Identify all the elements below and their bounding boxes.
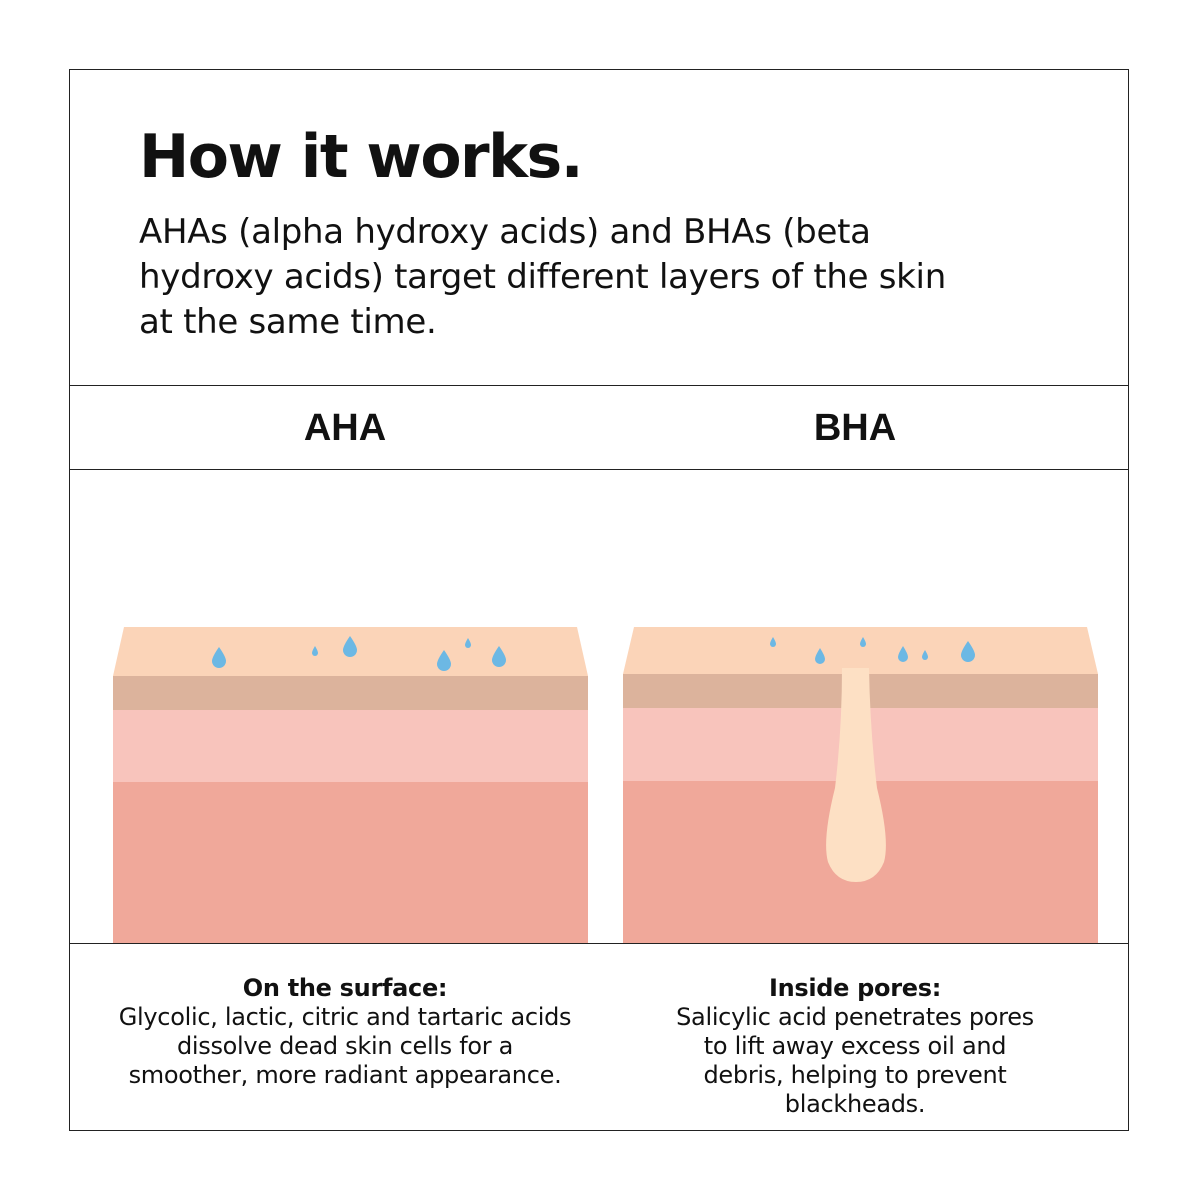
bha-droplets [770,637,975,664]
divider-columns [70,469,1128,470]
water-droplet-icon [437,650,451,671]
aha-heading: AHA [303,406,387,449]
bha-caption: Inside pores: Salicylic acid penetrates … [590,974,1120,1119]
aha-skin-deep-layer [113,782,588,944]
aha-droplets [212,636,506,671]
aha-caption-body: Glycolic, lactic, citric and tartaric ac… [118,1003,572,1089]
bha-heading: BHA [813,406,897,449]
water-droplet-icon [860,637,866,647]
page-title: How it works. [139,122,584,192]
water-droplet-icon [212,647,226,668]
bha-caption-body: Salicylic acid penetrates pores to lift … [676,1003,1034,1118]
water-droplet-icon [465,638,471,648]
water-droplet-icon [770,637,776,647]
pore-shape [826,668,886,882]
water-droplet-icon [922,650,928,660]
water-droplet-icon [898,646,908,662]
divider-header [70,385,1128,386]
aha-skin-dermis-layer [113,710,588,782]
bha-caption-title: Inside pores: [768,974,942,1002]
aha-caption-title: On the surface: [242,974,448,1002]
bha-skin-svg [623,627,1098,944]
bha-skin-surface [623,627,1098,674]
aha-caption: On the surface: Glycolic, lactic, citric… [80,974,610,1090]
aha-skin-illustration [80,470,610,944]
bha-skin-illustration [590,470,1120,944]
water-droplet-icon [492,646,506,667]
divider-captions [70,943,1128,944]
intro-text: AHAs (alpha hydroxy acids) and BHAs (bet… [139,212,946,342]
water-droplet-icon [815,648,825,664]
water-droplet-icon [312,646,318,656]
aha-skin-epidermis-band [113,676,588,710]
water-droplet-icon [961,641,975,662]
infographic-frame: How it works. AHAs (alpha hydroxy acids)… [69,69,1129,1131]
water-droplet-icon [343,636,357,657]
aha-skin-svg [113,627,588,944]
